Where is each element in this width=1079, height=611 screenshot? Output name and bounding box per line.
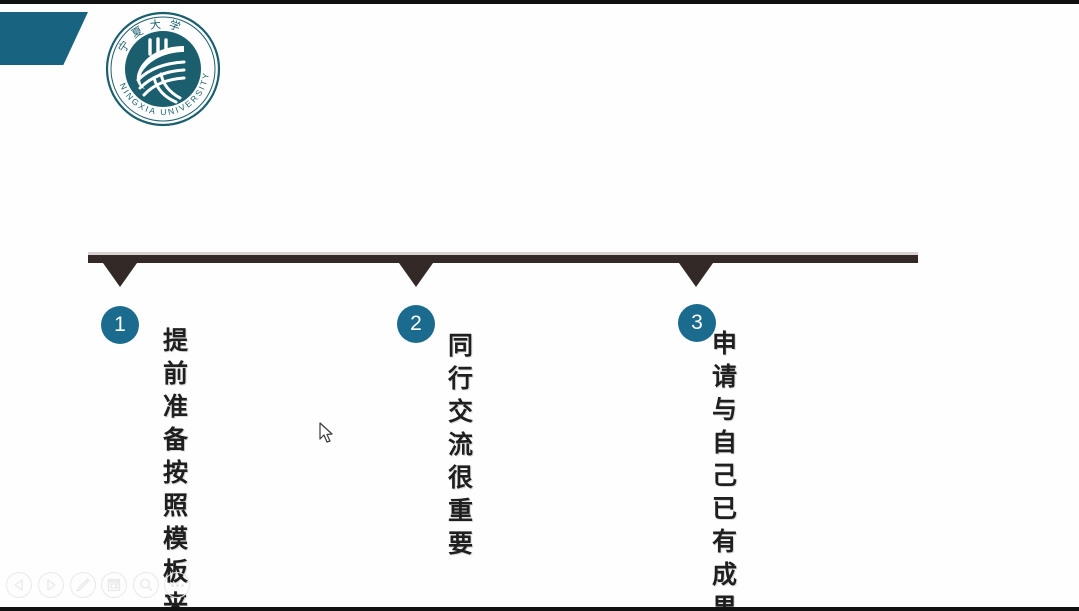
frame-edge-bottom xyxy=(0,607,1079,611)
step-badge-3: 3 xyxy=(678,304,716,342)
pen-icon xyxy=(76,578,90,592)
step-badge-1: 1 xyxy=(101,306,139,344)
slide-grid-button[interactable] xyxy=(101,572,127,598)
slide-canvas: 宁夏大学 NINGXIA UNIVERSITY xyxy=(0,4,1079,611)
timeline-marker-3 xyxy=(679,263,713,287)
more-options-button[interactable] xyxy=(164,572,190,598)
timeline-bar xyxy=(88,252,918,263)
blue-parallelogram-accent xyxy=(0,12,88,65)
more-options-icon xyxy=(165,573,189,597)
pen-button[interactable] xyxy=(70,572,96,598)
mouse-pointer-icon xyxy=(318,422,334,444)
next-slide-icon xyxy=(47,579,56,591)
step-label-3: 申请与自己已有成果 接近的项目 xyxy=(712,329,738,611)
player-toolbar xyxy=(0,567,1079,607)
previous-slide-button[interactable] xyxy=(6,572,32,598)
previous-slide-icon xyxy=(14,579,23,591)
timeline-marker-1 xyxy=(103,263,137,287)
slide-grid-icon xyxy=(107,578,121,592)
magnifier-button[interactable] xyxy=(133,572,159,598)
frame-edge-top xyxy=(0,0,1079,4)
step-badge-2: 2 xyxy=(397,305,435,343)
ningxia-university-logo-icon: 宁夏大学 NINGXIA UNIVERSITY xyxy=(104,10,222,128)
next-slide-button[interactable] xyxy=(38,572,64,598)
timeline-marker-2 xyxy=(399,263,433,287)
step-label-2: 同行交流很重要 xyxy=(448,331,474,558)
magnifier-icon xyxy=(140,578,153,592)
